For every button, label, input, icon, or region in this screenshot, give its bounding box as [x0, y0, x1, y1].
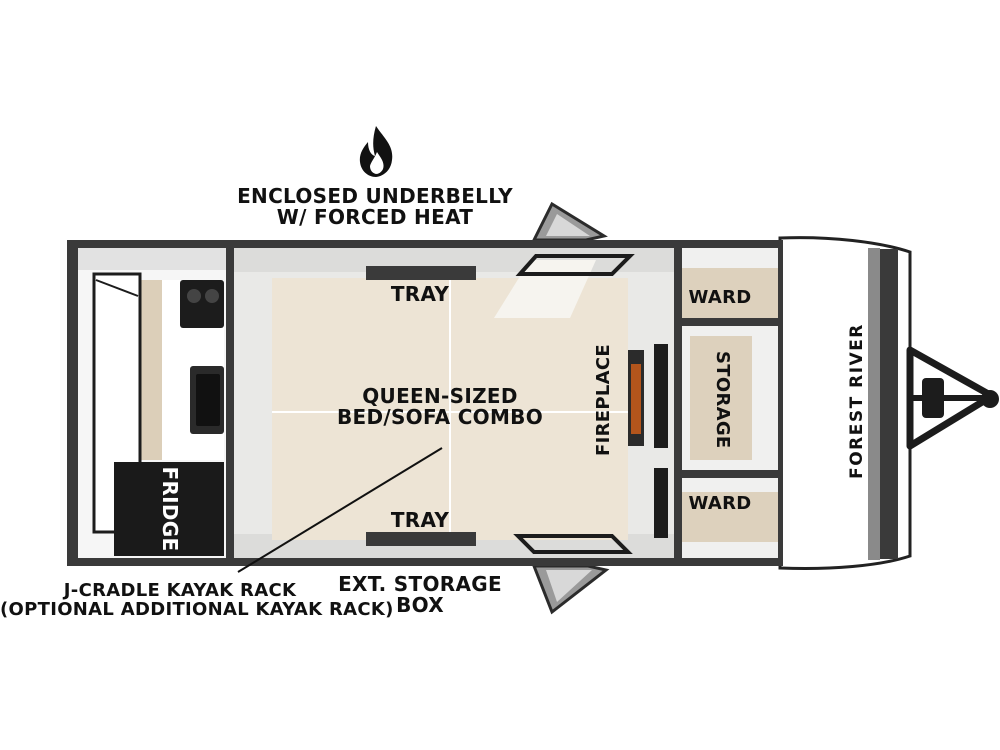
ext-storage-line-2: BOX [396, 593, 444, 617]
flame-icon [359, 126, 393, 177]
front-cap [778, 236, 912, 570]
living-area [234, 248, 674, 558]
kayak-rack-label: J-CRADLE KAYAK RACK (OPTIONAL ADDITIONAL… [0, 580, 394, 620]
storage-label: STORAGE [712, 351, 733, 449]
ext-storage-label: EXT. STORAGE BOX [330, 574, 510, 616]
tray-bottom-shelf [366, 532, 476, 546]
front-storage-area [682, 248, 778, 558]
underbelly-label: ENCLOSED UNDERBELLY W/ FORCED HEAT [230, 186, 520, 228]
tray-bottom-label: TRAY [390, 508, 450, 532]
entry-door-top [531, 201, 608, 242]
ward-top-label: WARD [688, 287, 752, 308]
fireplace-label: FIREPLACE [593, 344, 614, 456]
entry-door-bottom [531, 564, 610, 615]
tray-top-label: TRAY [390, 282, 450, 306]
bed-label: QUEEN-SIZED BED/SOFA COMBO [320, 386, 560, 428]
kayak-line-1: J-CRADLE KAYAK RACK [63, 580, 297, 601]
tray-top-shelf [366, 266, 476, 280]
tongue-hitch [906, 346, 999, 450]
ward-bottom-label: WARD [688, 493, 752, 514]
kitchen-area [78, 248, 226, 558]
kayak-line-2: (OPTIONAL ADDITIONAL KAYAK RACK) [0, 598, 394, 620]
kayak-rack-leader [237, 447, 443, 573]
underbelly-line-2: W/ FORCED HEAT [276, 205, 474, 229]
bed-line-1: QUEEN-SIZED [362, 384, 518, 408]
bed-line-2: BED/SOFA COMBO [336, 405, 544, 429]
ext-storage-line-1: EXT. STORAGE [338, 572, 502, 596]
fridge-label: FRIDGE [158, 466, 182, 552]
fridge [114, 462, 224, 556]
brand-label: FOREST RIVER [847, 323, 867, 479]
underbelly-line-1: ENCLOSED UNDERBELLY [237, 184, 513, 208]
